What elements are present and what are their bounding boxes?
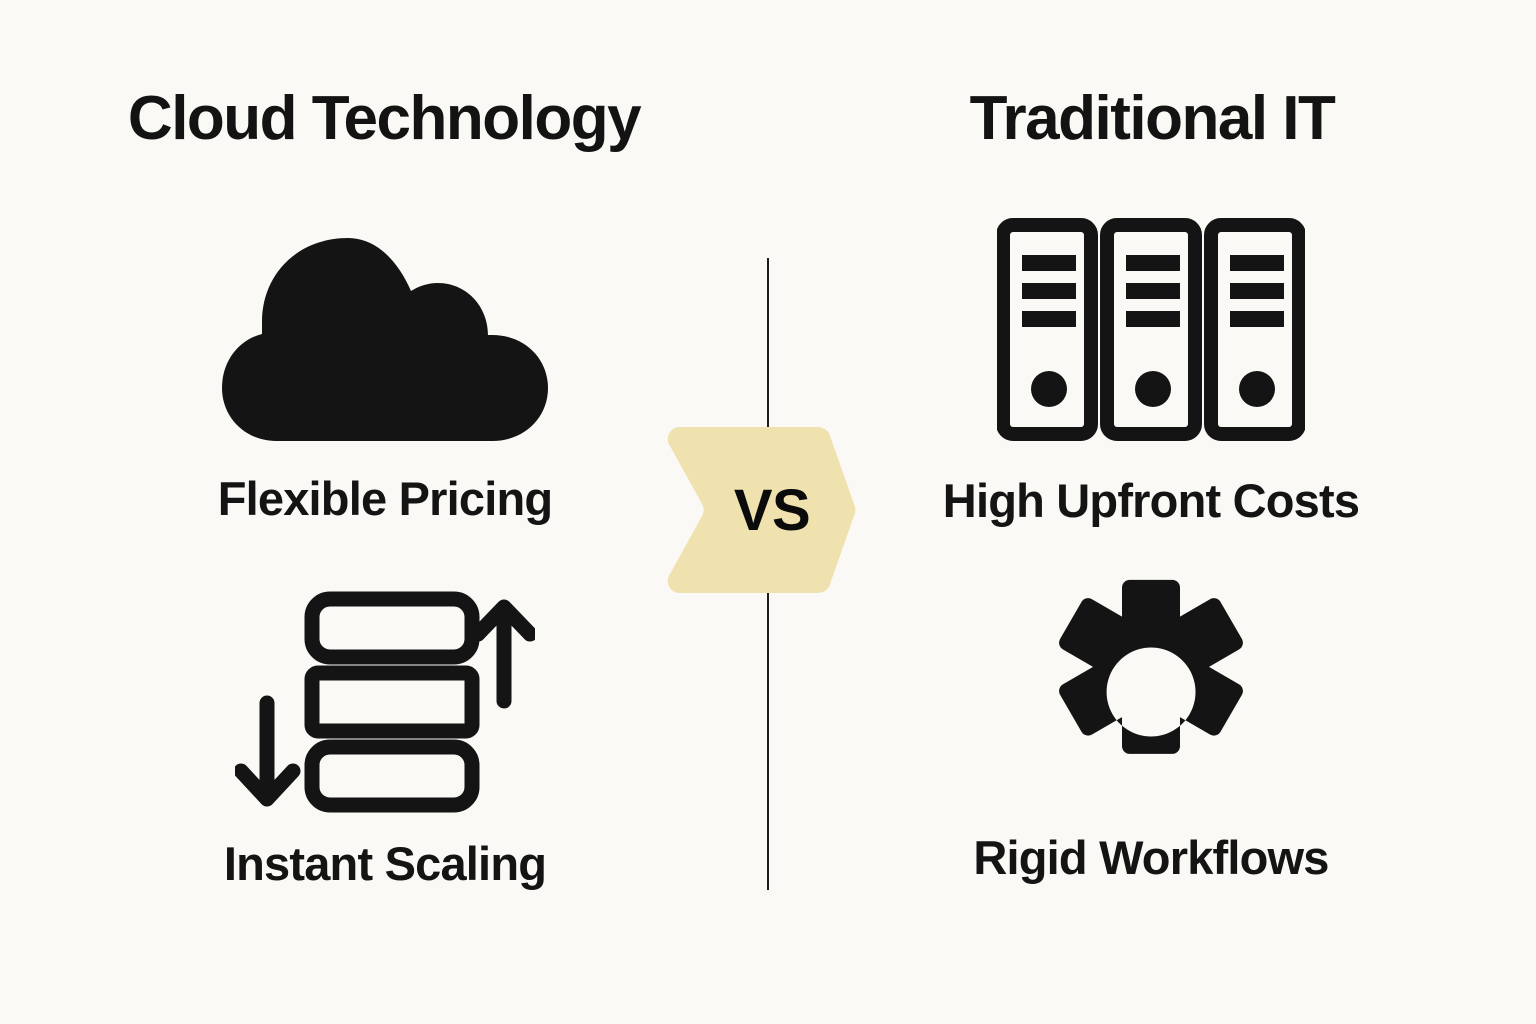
scaling-arrows-icon	[235, 588, 535, 816]
feature-label: Instant Scaling	[223, 837, 547, 890]
versus-badge-label: VS	[733, 477, 811, 543]
feature-cell-flexible-pricing: Flexible Pricing	[60, 228, 710, 522]
feature-cell-instant-scaling: Instant Scaling	[60, 588, 710, 887]
cloud-icon	[220, 228, 550, 443]
feature-label: High Upfront Costs	[942, 474, 1360, 527]
column-title-right: Traditional IT	[969, 84, 1336, 153]
versus-badge: VS	[666, 425, 856, 595]
feature-label: Rigid Workflows	[973, 831, 1329, 884]
server-racks-icon	[997, 212, 1305, 447]
versus-badge-shape	[667, 426, 856, 594]
column-title-left: Cloud Technology	[127, 84, 642, 153]
feature-cell-rigid-workflows: Rigid Workflows	[826, 572, 1476, 881]
feature-label: Flexible Pricing	[217, 472, 553, 525]
gear-icon	[1032, 572, 1270, 812]
feature-cell-high-upfront-costs: High Upfront Costs	[826, 212, 1476, 524]
